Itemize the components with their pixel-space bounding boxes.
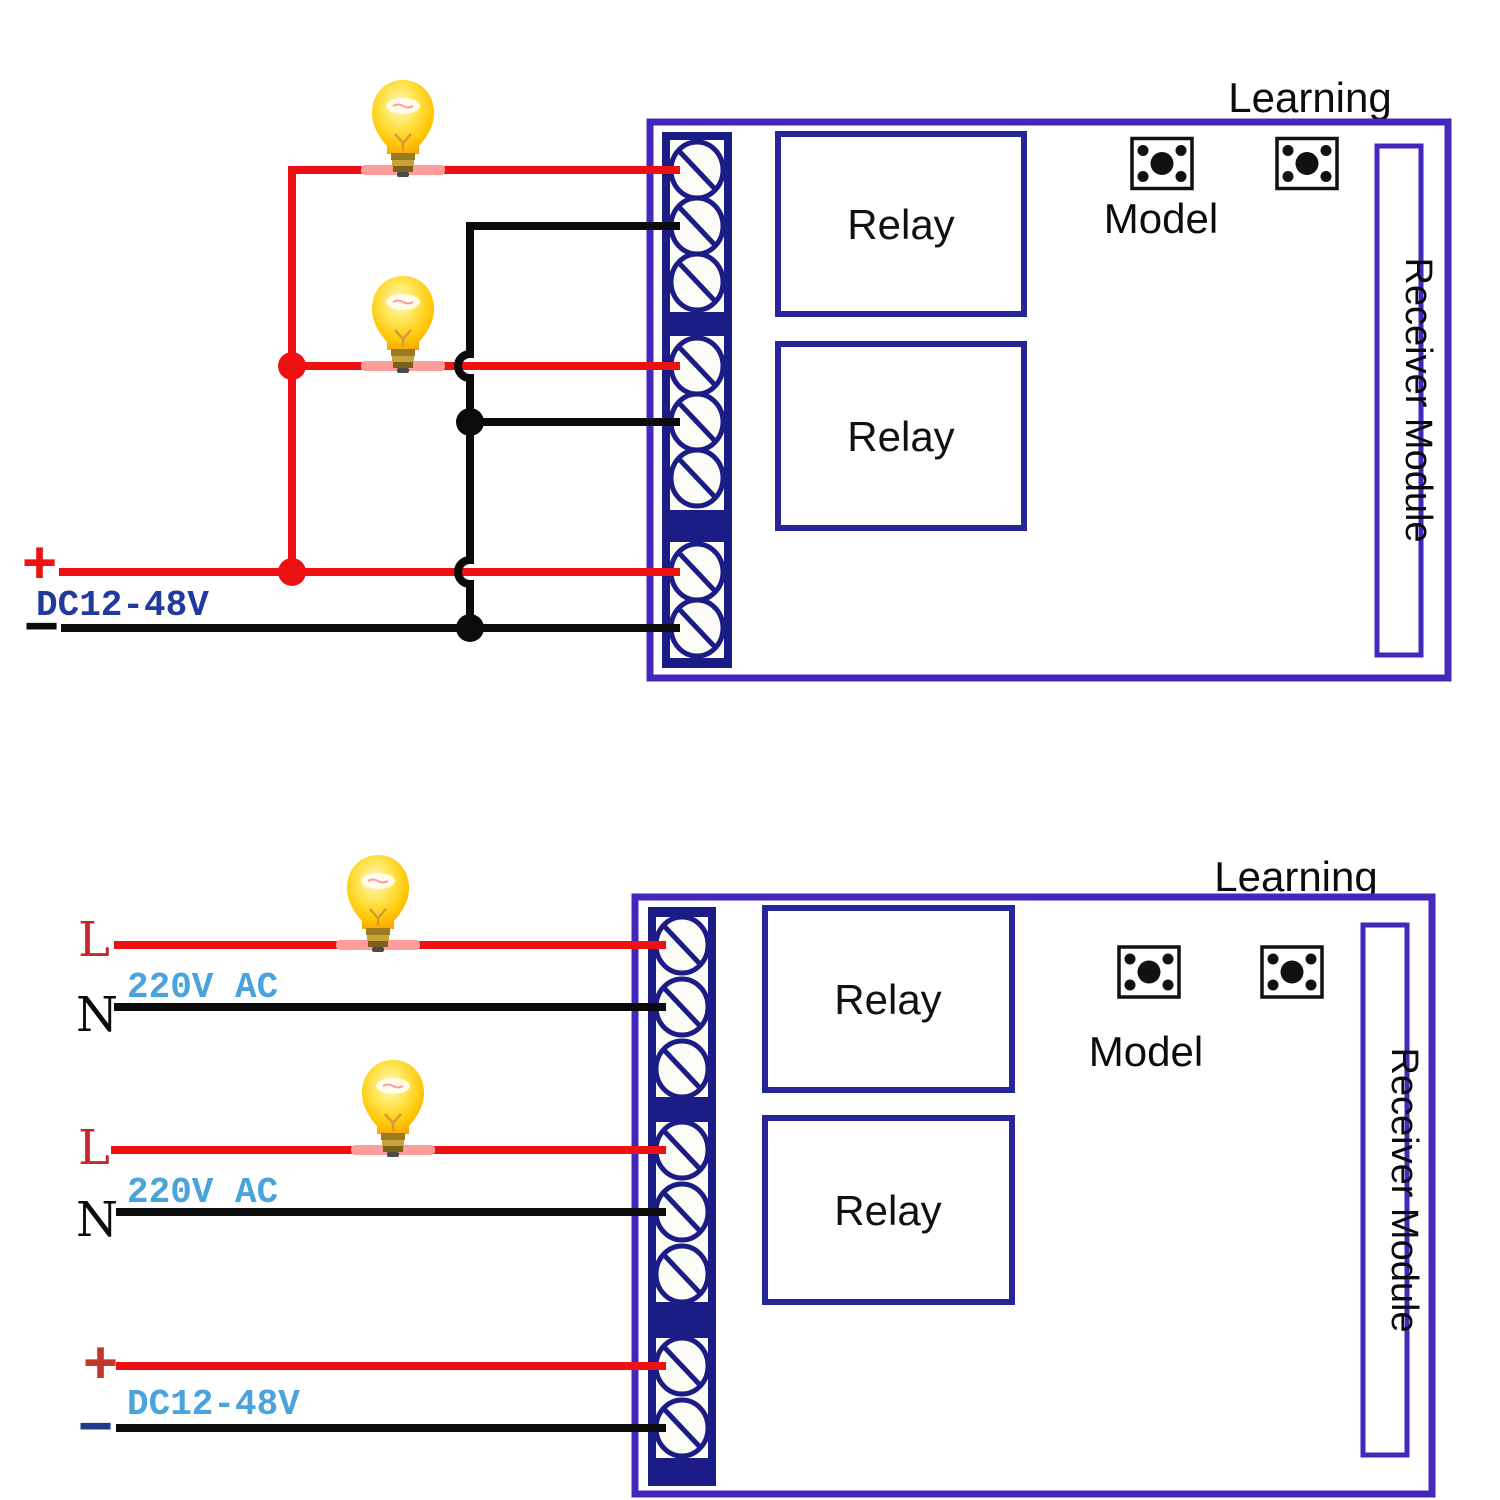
terminal-block	[648, 907, 716, 1486]
light-bulb	[349, 1058, 437, 1159]
relay2-label: Relay	[834, 1187, 941, 1234]
relay1-return-wire	[454, 222, 680, 632]
ac-voltage2-label: 220V AC	[127, 1172, 278, 1213]
junction-dot	[456, 614, 484, 642]
terminal-screw	[671, 254, 723, 310]
model-button	[1117, 945, 1181, 999]
receiver-module-label: Receiver Module	[1397, 257, 1439, 542]
relay1-live-wire	[288, 166, 680, 576]
learning-label: Learning	[1214, 853, 1377, 900]
model-button	[1130, 136, 1194, 191]
plus-sign: +	[83, 1329, 118, 1396]
minus-sign: −	[78, 1392, 113, 1459]
relay1-box	[762, 905, 1015, 1093]
junction-dot	[456, 408, 484, 436]
minus-sign: −	[24, 592, 59, 659]
learning-button	[1275, 136, 1339, 191]
light-bulb	[359, 78, 447, 179]
terminal-screw	[671, 450, 723, 506]
model-label: Model	[1104, 195, 1218, 242]
dc-wiring-diagram: Learning Relay Relay Model Receiver	[22, 74, 1452, 682]
neutral1-label: N	[76, 987, 118, 1043]
junction-dot	[278, 558, 306, 586]
terminal-block	[662, 132, 732, 668]
ac-wiring-diagram: Learning Relay Relay Model Receiver	[76, 853, 1436, 1498]
relay1-label: Relay	[834, 976, 941, 1023]
terminal-screw	[656, 1246, 708, 1302]
junction-dot	[278, 352, 306, 380]
relay2-box	[762, 1115, 1015, 1305]
dc-voltage-label: DC12-48V	[127, 1384, 300, 1425]
learning-button	[1260, 945, 1324, 999]
plus-sign: +	[22, 529, 57, 596]
relay1-label: Relay	[847, 201, 954, 248]
relay2-label: Relay	[847, 413, 954, 460]
relay1-box	[775, 131, 1027, 317]
learning-label: Learning	[1228, 74, 1391, 121]
ac-voltage1-label: 220V AC	[127, 967, 278, 1008]
line1-label: L	[78, 912, 110, 968]
receiver-module-box	[1360, 922, 1410, 1458]
receiver-module-box	[1374, 143, 1424, 658]
line2-label: L	[78, 1120, 110, 1176]
terminal-screw	[656, 1041, 708, 1097]
dc-voltage-label: DC12-48V	[36, 585, 209, 626]
receiver-board	[646, 118, 1452, 682]
relay2-box	[775, 341, 1027, 531]
receiver-module-label: Receiver Module	[1383, 1047, 1425, 1332]
light-bulb	[334, 853, 422, 954]
light-bulb	[359, 274, 447, 375]
model-label: Model	[1089, 1028, 1203, 1075]
dc-wires	[59, 166, 680, 632]
neutral2-label: N	[76, 1192, 118, 1248]
